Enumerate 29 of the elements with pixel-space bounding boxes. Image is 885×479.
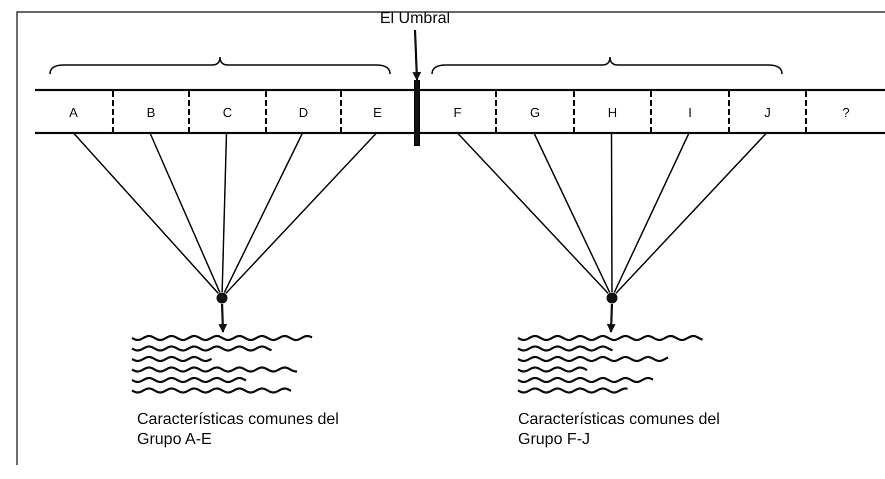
connector-line <box>615 132 768 294</box>
threshold-bar <box>414 80 420 146</box>
arrow <box>412 30 422 81</box>
connector-line <box>224 132 304 293</box>
arrow <box>218 304 228 333</box>
sequence-cell: F <box>420 91 495 133</box>
junction-dot <box>216 292 228 304</box>
caption-text: Características comunes del Grupo F-J <box>518 410 721 450</box>
junction-dot <box>606 292 618 304</box>
sequence-cell: B <box>112 91 188 133</box>
sequence-cell: H <box>573 91 650 133</box>
sequence-cell: D <box>265 91 340 133</box>
scribbled-text-drawing <box>516 332 706 396</box>
sequence-cell: C <box>188 91 265 133</box>
connector-line <box>533 132 610 293</box>
connector-line <box>72 132 219 294</box>
connector-line <box>149 132 221 293</box>
sequence-cell: J <box>728 91 805 133</box>
sequence-cell: ? <box>805 91 885 133</box>
arrow <box>606 304 616 333</box>
connector-line <box>221 132 228 292</box>
sequence-cell: A <box>35 91 112 133</box>
connector-line <box>456 132 609 294</box>
sequence-cell: I <box>650 91 728 133</box>
connector-line <box>610 133 613 292</box>
connector-line <box>225 132 378 294</box>
caption-text: Características comunes del Grupo A-E <box>137 410 340 450</box>
sequence-cell: G <box>495 91 573 133</box>
connector-line <box>614 132 690 293</box>
